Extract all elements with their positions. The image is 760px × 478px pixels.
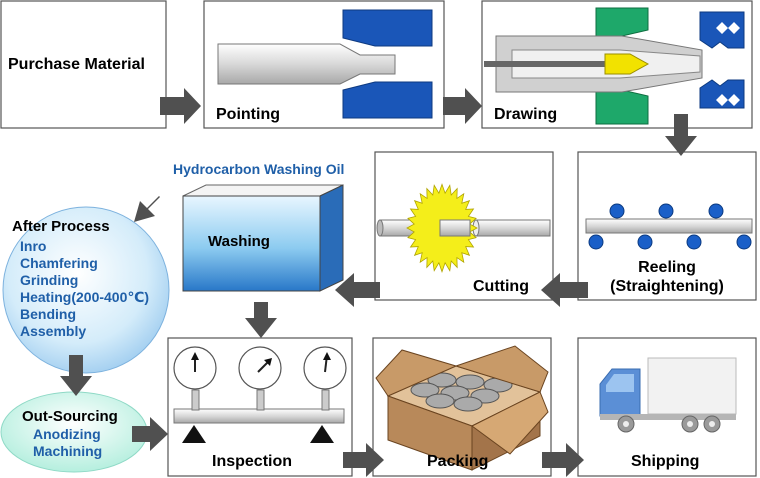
arrow-pointing-to-drawing bbox=[443, 88, 482, 124]
out-sourcing-title: Out-Sourcing bbox=[22, 408, 118, 425]
label-reeling: Reeling bbox=[638, 259, 696, 276]
box-purchase-material bbox=[0, 0, 167, 129]
label-purchase-material: Purchase Material bbox=[8, 56, 145, 73]
label-washing: Washing bbox=[208, 233, 270, 250]
out-sourcing-list: Anodizing Machining bbox=[33, 426, 102, 460]
label-shipping: Shipping bbox=[631, 453, 700, 470]
arrow-packing-to-shipping bbox=[542, 443, 584, 477]
arrow-purchase-to-pointing bbox=[160, 88, 201, 124]
after-process-list: Inro Chamfering Grinding Heating(200-400… bbox=[20, 238, 149, 340]
arrow-outsourcing-to-inspection bbox=[132, 417, 168, 451]
arrow-inspection-to-packing bbox=[343, 443, 384, 477]
after-process-title: After Process bbox=[12, 218, 110, 235]
cutting-illustration bbox=[376, 183, 551, 274]
arrow-cutting-to-washing bbox=[335, 273, 380, 307]
packing-illustration bbox=[375, 345, 549, 471]
pointing-illustration bbox=[217, 9, 433, 119]
after-process-item: Grinding bbox=[20, 272, 79, 288]
reeling-illustration bbox=[585, 203, 753, 250]
after-process-item: Bending bbox=[20, 306, 76, 322]
washing-tank bbox=[182, 184, 344, 292]
inspection-illustration bbox=[173, 346, 347, 443]
label-packing: Packing bbox=[427, 453, 489, 470]
label-hydrocarbon-washing-oil: Hydrocarbon Washing Oil bbox=[173, 161, 345, 177]
label-drawing: Drawing bbox=[494, 106, 558, 123]
label-pointing: Pointing bbox=[216, 106, 280, 123]
out-sourcing-item: Anodizing bbox=[33, 426, 101, 442]
after-process-item: Assembly bbox=[20, 323, 87, 339]
after-process-item: Inro bbox=[20, 238, 47, 254]
label-inspection: Inspection bbox=[212, 453, 293, 470]
arrow-drawing-to-reeling bbox=[665, 114, 697, 156]
after-process-item: Heating(200-400℃) bbox=[20, 289, 149, 305]
out-sourcing-item: Machining bbox=[33, 443, 103, 459]
arrow-washing-to-after-process bbox=[134, 196, 160, 222]
drawing-illustration bbox=[484, 7, 745, 125]
after-process-item: Chamfering bbox=[20, 255, 98, 271]
after-process-bubble bbox=[2, 206, 170, 374]
label-cutting: Cutting bbox=[473, 278, 529, 295]
label-straightening: (Straightening) bbox=[610, 278, 724, 295]
arrow-after-process-to-out-sourcing bbox=[60, 355, 92, 396]
arrow-reeling-to-cutting bbox=[541, 273, 588, 307]
truck-illustration bbox=[599, 357, 737, 433]
arrow-washing-to-inspection bbox=[245, 302, 277, 338]
